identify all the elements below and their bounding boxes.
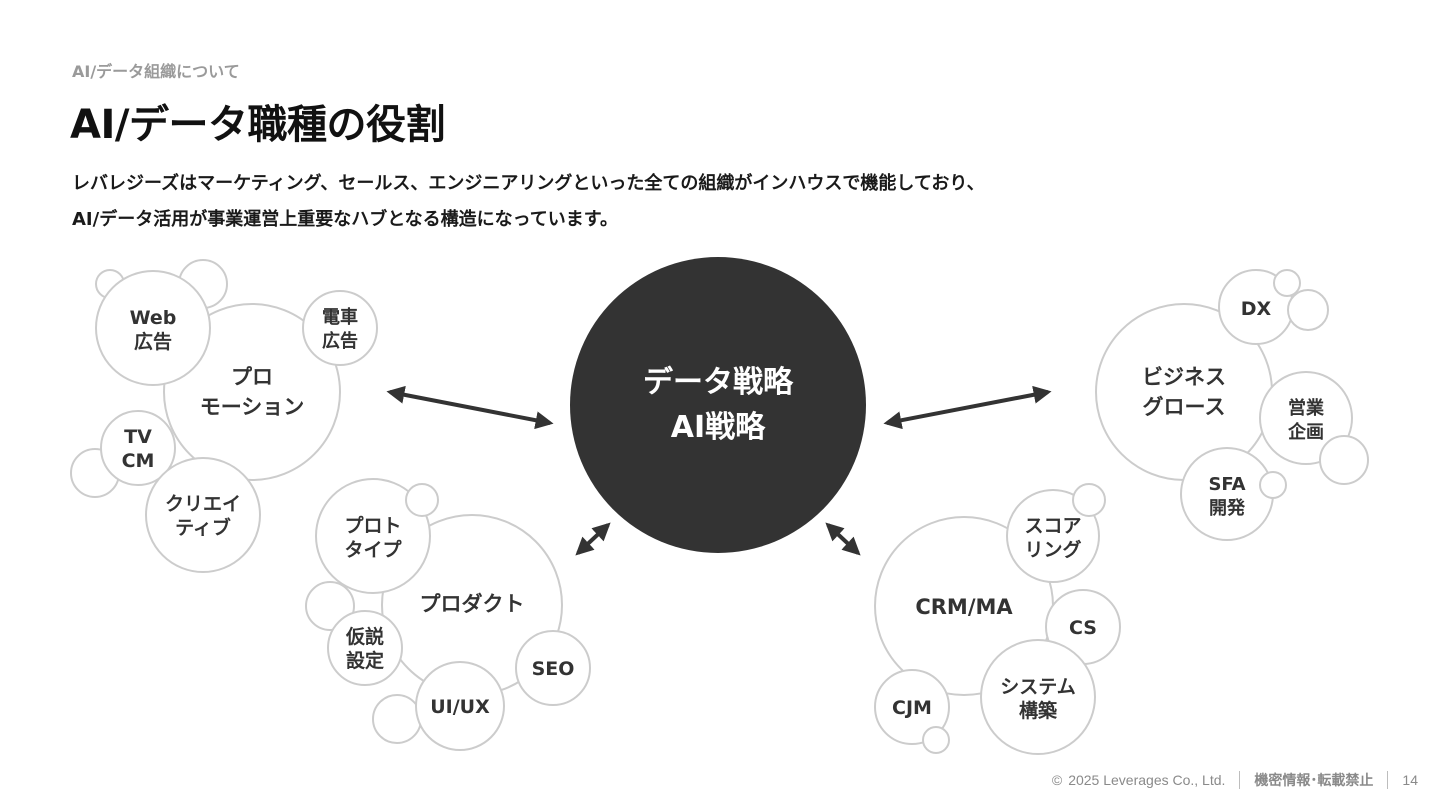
sfa-label-1: SFA [1208,474,1245,495]
footer-divider-1 [1239,771,1241,789]
lead-text: レバレジーズはマーケティング、セールス、エンジニアリングといった全ての組織がイン… [72,166,985,238]
crm-bubble-1 [1072,483,1106,517]
business-growth-label-1: ビジネス [1142,365,1226,389]
cjm-label: CJM [892,697,932,719]
hypothesis-circle [327,610,403,686]
system-circle [980,639,1096,755]
train-ad-circle [302,290,378,366]
prototype-circle [315,478,431,594]
creative-label-2: ティブ [175,516,231,539]
scoring-label-2: リング [1024,538,1081,561]
creative-circle [145,457,261,573]
dx-label: DX [1241,298,1272,320]
copyright-text: 2025 Leverages Co., Ltd. [1068,772,1226,788]
center-line-1: データ戦略 [643,365,794,400]
center-circle [570,257,866,553]
product-label: プロダクト [420,592,525,616]
arrow-business-growth [883,385,1052,430]
lead-line-2: AI/データ活用が事業運営上重要なハブとなる構造になっています。 [72,209,618,230]
web-ad-label-1: Web [130,307,177,329]
footer: © 2025 Leverages Co., Ltd. 機密情報･転載禁止 14 [1052,770,1418,790]
tv-cm-label-2: CM [122,450,155,472]
web-ad-circle [95,270,211,386]
uiux-label: UI/UX [430,696,490,718]
sales-planning-label-1: 営業 [1288,397,1325,419]
sfa-label-2: 開発 [1209,497,1246,519]
scoring-label-1: スコア [1024,515,1081,537]
arrow-crm-ma [825,522,861,556]
lead-line-1: レバレジーズはマーケティング、セールス、エンジニアリングといった全ての組織がイン… [72,173,985,194]
prototype-label-2: タイプ [344,538,402,561]
hypothesis-label-1: 仮説 [345,625,384,648]
seo-label: SEO [532,658,575,680]
train-ad-label-1: 電車 [322,306,358,328]
page-title: AI/データ職種の役割 [70,102,445,148]
footer-divider-2 [1387,771,1389,789]
hypothesis-label-2: 設定 [346,649,384,672]
center-line-2: AI戦略 [671,410,766,445]
product-bubble-1 [405,483,439,517]
cs-label: CS [1069,617,1097,639]
promotion-main-circle [163,303,341,481]
web-ad-label-2: 広告 [134,330,172,353]
creative-label-1: クリエイ [165,493,241,515]
crm-ma-label: CRM/MA [915,595,1013,619]
system-label-1: システム [1000,676,1075,698]
promotion-label-1: プロ [231,365,273,389]
system-label-2: 構築 [1019,699,1058,722]
sales-planning-label-2: 企画 [1287,421,1324,443]
promotion-label-2: モーション [200,395,305,419]
cjm-circle [874,669,950,745]
train-ad-label-2: 広告 [322,330,358,352]
page-number: 14 [1402,772,1418,788]
tv-cm-label-1: TV [124,426,152,448]
business-bubble-4 [1259,471,1287,499]
arrow-promotion [386,385,554,430]
section-eyebrow: AI/データ組織について [72,62,240,81]
business-bubble-3 [1319,435,1369,485]
business-bubble-2 [1287,289,1329,331]
confidential-notice: 機密情報･転載禁止 [1254,772,1374,788]
copyright-symbol: © [1051,772,1063,788]
tv-cm-circle [100,410,176,486]
uiux-circle [415,661,505,751]
business-bubble-1 [1273,269,1301,297]
business-growth-label-2: グロース [1143,395,1226,419]
product-bubble-3 [372,694,422,744]
crm-bubble-2 [922,726,950,754]
seo-circle [515,630,591,706]
arrow-product [575,522,611,556]
scoring-circle [1006,489,1100,583]
prototype-label-1: プロト [344,514,401,537]
